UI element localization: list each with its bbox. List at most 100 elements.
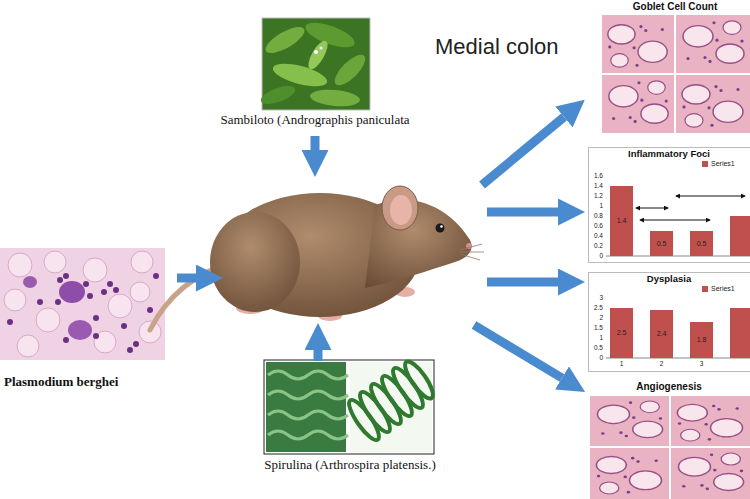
bar-value: 2.5 — [617, 329, 627, 337]
chart-panel: Dysplasia32.521.510.502.52.41.8123Series… — [588, 272, 750, 372]
dysplasia-chart-part — [610, 308, 633, 358]
sambiloto-photo-part — [302, 18, 357, 53]
plasmodium-micrograph-part-part — [37, 299, 43, 305]
plasmodium-micrograph-part — [8, 253, 32, 277]
plasmodium-micrograph-part-part — [93, 333, 99, 339]
plasmodium-micrograph-part-part — [57, 277, 63, 283]
plasmodium-micrograph-part — [36, 308, 60, 332]
histology-panels-part — [676, 15, 750, 73]
mouse-illustration — [150, 186, 484, 330]
plasmodium-micrograph-part-part — [133, 341, 139, 347]
plasmodium-micrograph-part — [0, 248, 165, 360]
dysplasia-chart-part — [589, 273, 750, 372]
image-panel: Spirulina (Arthrospira platensis.) — [240, 455, 460, 479]
histology-panels-part — [590, 448, 669, 499]
panel-title: Angiogenesis — [634, 381, 704, 393]
inflammatory-chart-part — [636, 196, 745, 220]
mouse-illustration-part — [365, 200, 472, 288]
plasmodium-micrograph-part-part — [121, 323, 127, 329]
plasmodium-micrograph-part — [131, 251, 153, 273]
plasmodium-micrograph-part — [94, 331, 116, 353]
inflammatory-chart-part — [589, 148, 750, 263]
axis-tick: 0 — [599, 252, 603, 259]
axis-tick: 1 — [599, 202, 603, 209]
plasmodium-micrograph-part-part — [87, 293, 93, 299]
plasmodium-micrograph-part-part — [147, 307, 153, 313]
flow-arrow-part — [474, 325, 562, 378]
sambiloto-photo-part — [262, 22, 308, 58]
spirulina-micrographs-part-part — [401, 358, 438, 402]
histology-panels-part — [602, 15, 674, 73]
inflammatory-chart-part-part — [640, 220, 710, 221]
spirulina-micrographs-part — [345, 358, 438, 444]
histology-panels-part — [588, 380, 750, 499]
axis-tick: 1.4 — [594, 182, 603, 189]
spirulina-micrographs-part — [350, 362, 432, 452]
dysplasia-chart — [589, 273, 750, 372]
axis-tick: 0.2 — [594, 242, 603, 249]
plasmodium-micrograph-part — [7, 273, 159, 353]
spirulina-micrographs-part — [268, 431, 348, 439]
sambiloto-photo-part — [305, 38, 331, 72]
plasmodium-micrograph-part — [4, 289, 26, 311]
bar-value: 0.5 — [657, 239, 667, 247]
inflammatory-chart-part-part — [636, 208, 668, 209]
plasmodium-micrograph-part-part — [101, 289, 107, 295]
inflammatory-chart-part — [730, 216, 750, 256]
chart-panel: Inflammatory Foci1.61.41.210.80.60.40.20… — [588, 147, 750, 263]
image-panel: Sambiloto (Andrographis paniculata — [200, 15, 430, 135]
plasmodium-micrograph-part-part — [93, 315, 99, 321]
plasmodium-micrograph-part — [17, 335, 39, 357]
spirulina-micrographs — [264, 358, 437, 454]
mouse-illustration-part — [436, 224, 445, 233]
mouse-illustration-part-part — [460, 244, 482, 250]
axis-tick: 1.6 — [594, 172, 603, 179]
dysplasia-chart-part — [650, 310, 673, 358]
flow-arrow — [177, 117, 564, 378]
plasmodium-micrograph-part — [23, 276, 37, 288]
plasmodium-micrograph-part — [59, 281, 85, 303]
plasmodium-micrograph-part — [44, 251, 66, 273]
panel-title: Inflammatory Foci — [626, 149, 712, 160]
spirulina-micrographs-part — [268, 391, 348, 399]
axis-tick: 0.4 — [594, 232, 603, 239]
sambiloto-photo-part — [314, 50, 318, 54]
region-label: Medial colon — [435, 34, 559, 59]
mouse-illustration-part-part — [460, 252, 484, 253]
sambiloto-photo-part — [259, 82, 298, 107]
plasmodium-micrograph-part-part — [153, 273, 159, 279]
axis-tick: 2.5 — [594, 304, 603, 311]
plasmodium-micrograph-part — [83, 258, 107, 282]
sambiloto-photo-part — [330, 50, 370, 90]
axis-tick: 2 — [599, 314, 603, 321]
panel-caption: Plasmodium berghei — [4, 375, 118, 390]
sambiloto-photo — [259, 18, 370, 110]
inflammatory-chart-part — [690, 231, 713, 256]
spirulina-micrographs-part — [268, 411, 348, 419]
plasmodium-micrograph-part-part — [7, 319, 13, 325]
mouse-illustration-part-part — [460, 254, 480, 260]
plasmodium-micrograph-part — [130, 282, 150, 302]
mouse-illustration-part — [390, 195, 412, 225]
bar-value: 1.4 — [617, 217, 627, 225]
legend-text: Series1 — [711, 160, 735, 168]
flow-arrow-part — [482, 117, 564, 185]
panel-caption: Sambiloto (Andrographis paniculata — [220, 113, 409, 128]
plasmodium-micrograph-part-part — [83, 281, 89, 287]
axis-tick: 1.5 — [594, 324, 603, 331]
axis-tick: 0.6 — [594, 222, 603, 229]
histology-panels-part — [671, 396, 750, 446]
panel-title: Dysplasia — [645, 274, 693, 285]
plasmodium-micrograph-part-part — [63, 337, 69, 343]
flow-arrow-part — [314, 350, 323, 361]
legend-swatch — [702, 161, 708, 167]
inflammatory-chart — [589, 148, 750, 263]
mouse-illustration-part — [460, 244, 484, 260]
inflammatory-chart-part-part — [676, 196, 745, 197]
plasmodium-micrograph — [0, 248, 165, 360]
plasmodium-micrograph-part-part — [63, 273, 69, 279]
axis-tick: 1.2 — [594, 192, 603, 199]
plasmodium-micrograph-part — [68, 320, 92, 340]
flow-arrow-part — [487, 208, 558, 217]
